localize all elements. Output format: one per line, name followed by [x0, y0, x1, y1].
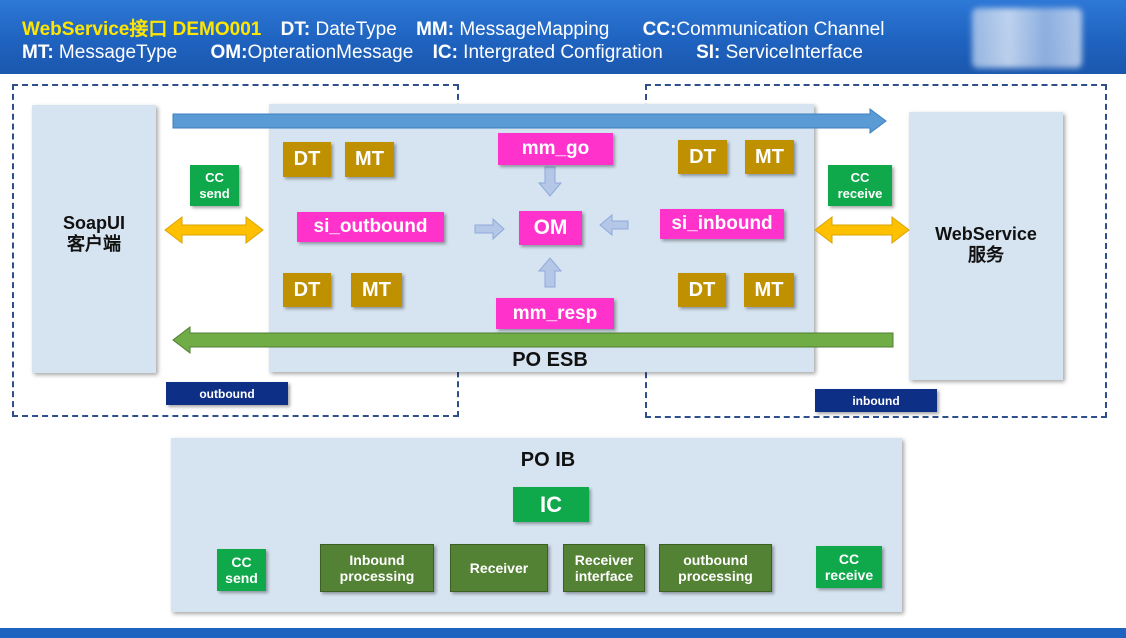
legend-value-si: ServiceInterface — [720, 42, 863, 63]
inbound-badge: inbound — [815, 389, 937, 412]
outbound-badge: outbound — [166, 382, 288, 405]
dt-outbound-request: DT — [283, 142, 331, 177]
legend-key-dt: DT: — [280, 19, 311, 40]
ib-cc-receive-tag: CC receive — [816, 546, 882, 588]
client-label-line1: SoapUI — [62, 213, 125, 233]
cc-send-line2: send — [199, 185, 230, 201]
client-label-line2: 客户端 — [67, 234, 121, 254]
dt-inbound-request: DT — [678, 140, 727, 174]
inbound-processing-box: Inbound processing — [320, 544, 434, 592]
outbound-processing-box: outbound processing — [659, 544, 772, 592]
diagram-title: WebService接口 DEMO001 — [22, 19, 262, 40]
legend-value-cc: Communication Channel — [676, 19, 885, 40]
legend-key-cc: CC: — [642, 19, 677, 40]
legend-key-om: OM: — [210, 42, 248, 63]
legend-value-ic: Intergrated Configration — [457, 42, 663, 63]
service-exchange-arrow — [814, 215, 910, 245]
cc-receive-line1: CC — [850, 169, 870, 185]
cc-receive-line2: receive — [837, 185, 883, 201]
ib-cc-send-line1: CC — [231, 554, 252, 570]
footer-bar — [0, 628, 1126, 638]
outbound-processing-line1: outbound — [683, 552, 748, 568]
legend-line-1: WebService接口 DEMO001 DT: DateType MM: Me… — [22, 14, 884, 41]
ib-cc-send-tag: CC send — [217, 549, 266, 591]
receiver-box: Receiver — [450, 544, 548, 592]
receiver-interface-line2: interface — [574, 568, 634, 584]
legend-value-mm: MessageMapping — [454, 19, 610, 40]
service-label-line1: WebService — [935, 224, 1037, 244]
cc-send-line1: CC — [205, 169, 224, 185]
arrow-mm-go-to-om — [537, 166, 563, 197]
legend-value-dt: DateType — [310, 19, 397, 40]
legend-line-2: MT: MessageType OM:OpterationMessage IC:… — [22, 42, 863, 64]
outbound-processing-line2: processing — [678, 568, 753, 584]
inbound-processing-line2: processing — [339, 568, 415, 584]
legend-key-ic: IC: — [432, 42, 458, 63]
si-inbound-tag: si_inbound — [660, 209, 784, 239]
legend-key-si: SI: — [696, 42, 721, 63]
service-label-line2: 服务 — [968, 245, 1004, 265]
arrow-si-inbound-to-om — [599, 213, 629, 237]
om-tag: OM — [519, 211, 582, 245]
mt-inbound-request: MT — [745, 140, 794, 174]
receiver-interface-line1: Receiver — [574, 552, 634, 568]
ib-cc-receive-line1: CC — [838, 551, 860, 567]
request-arrow — [172, 108, 887, 134]
mt-outbound-response: MT — [351, 273, 402, 307]
po-esb-label: PO ESB — [512, 349, 588, 371]
cc-receive-tag: CC receive — [828, 165, 892, 206]
client-exchange-arrow — [164, 215, 264, 245]
dt-inbound-response: DT — [678, 273, 726, 307]
inbound-processing-line1: Inbound — [349, 552, 405, 568]
mt-outbound-request: MT — [345, 142, 394, 177]
cc-send-tag: CC send — [190, 165, 239, 206]
ib-cc-receive-line2: receive — [824, 567, 874, 583]
legend-key-mt: MT: — [22, 42, 54, 63]
mm-go-tag: mm_go — [498, 133, 613, 165]
legend-value-mt: MessageType — [53, 42, 178, 63]
arrow-mm-resp-to-om — [537, 257, 563, 288]
mm-resp-tag: mm_resp — [496, 298, 614, 329]
po-ib-title: PO IB — [520, 449, 576, 471]
receiver-interface-box: Receiver interface — [563, 544, 645, 592]
ic-tag: IC — [513, 487, 589, 522]
blurred-logo — [972, 8, 1082, 68]
arrow-si-outbound-to-om — [474, 217, 505, 241]
soapui-client-panel: SoapUI 客户端 — [32, 105, 156, 373]
mt-inbound-response: MT — [744, 273, 794, 307]
header-banner: WebService接口 DEMO001 DT: DateType MM: Me… — [0, 0, 1126, 74]
response-arrow — [172, 325, 894, 355]
legend-value-om: OpterationMessage — [247, 42, 414, 63]
legend-key-mm: MM: — [416, 19, 455, 40]
webservice-panel: WebService 服务 — [909, 112, 1063, 380]
si-outbound-tag: si_outbound — [297, 212, 444, 242]
dt-outbound-response: DT — [283, 273, 331, 307]
ib-cc-send-line2: send — [225, 570, 258, 586]
